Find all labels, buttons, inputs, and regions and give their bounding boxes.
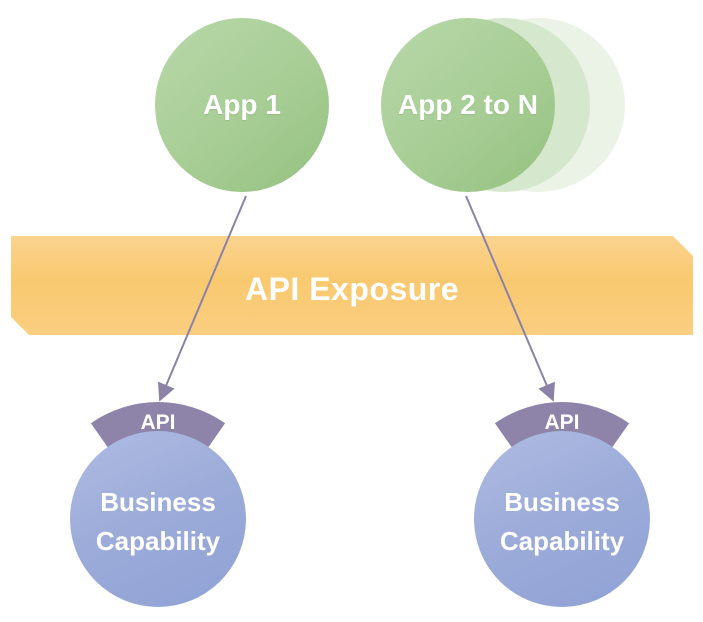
arrow-app1-to-api — [157, 195, 247, 402]
api-badge-right-label: API — [544, 411, 580, 434]
api-exposure-banner — [11, 236, 693, 335]
api-badge-left-label: API — [140, 411, 176, 434]
app2-label: App 2 to N — [398, 89, 538, 120]
business-capability-circle-left — [70, 431, 246, 607]
app2-circle — [381, 18, 555, 192]
arrow-app2-to-api — [465, 195, 555, 402]
app1-circle — [155, 18, 329, 192]
business-capability-right-label: Business Capability — [499, 487, 625, 556]
business-capability-left-label: Business Capability — [95, 487, 221, 556]
api-exposure-banner-label: API Exposure — [244, 271, 460, 307]
business-capability-circle-right — [474, 431, 650, 607]
app1-label: App 1 — [203, 89, 281, 120]
